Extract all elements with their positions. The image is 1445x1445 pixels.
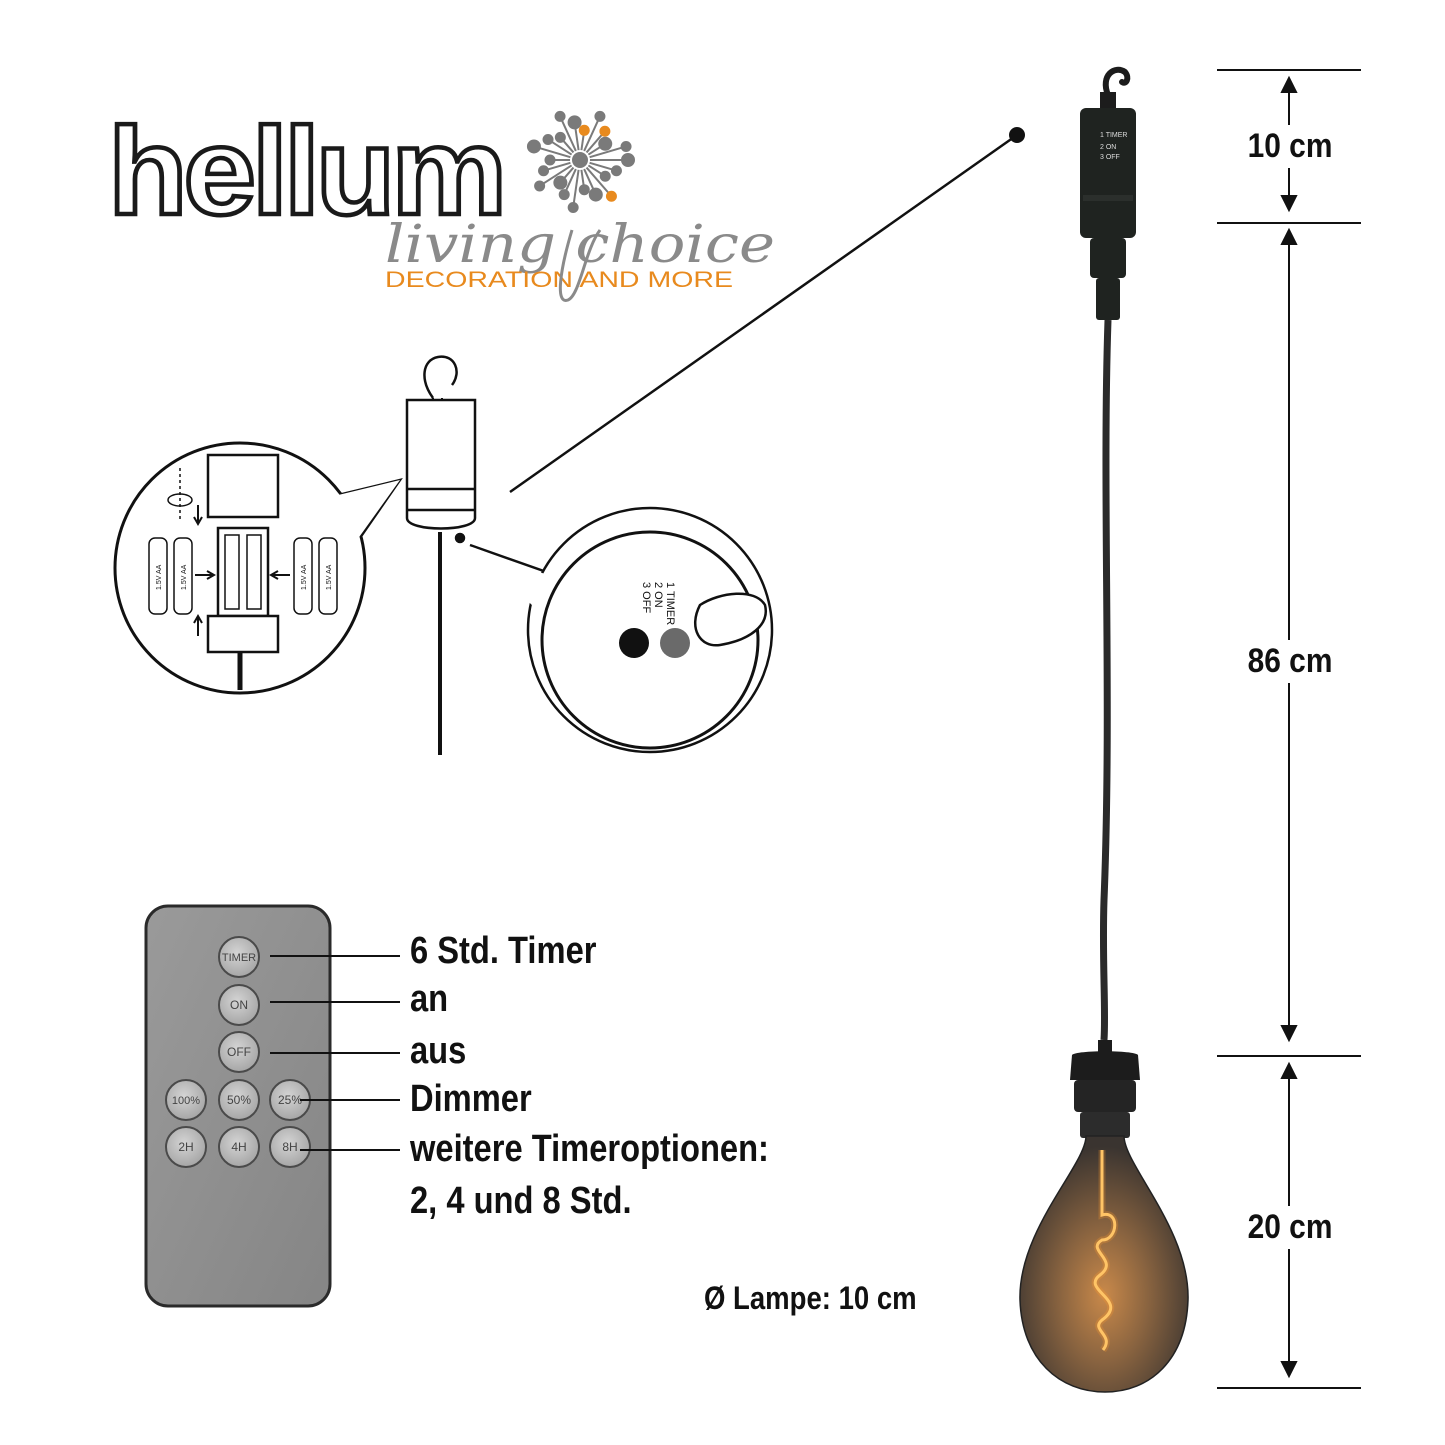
dim-bulb: 20 cm [1247, 1206, 1333, 1249]
bulb-filament [1093, 1150, 1117, 1351]
lamp-photo: 1 TIMER 2 ON 3 OFF [1019, 66, 1189, 1393]
battery-label: 1.5V AA [326, 564, 333, 590]
label-diameter: Ø Lampe: 10 cm [704, 1280, 917, 1316]
battery-label: 1.5V AA [301, 564, 308, 590]
switch-label-off: 3 OFF [640, 582, 652, 613]
remote-button-timer[interactable]: TIMER [218, 936, 260, 978]
remote-button-on[interactable]: ON [218, 984, 260, 1026]
brand-logo: hellum living choice DECORATION AND MORE [106, 101, 775, 302]
remote-control: TIMER ON OFF 100% 50% 25% 2H 4H 8H [144, 904, 400, 1308]
switch-off-dot [619, 628, 649, 658]
remote-button-label: ON [230, 998, 248, 1012]
remote-button-h8[interactable]: 8H [269, 1126, 311, 1168]
dim-cable: 86 cm [1247, 640, 1333, 683]
bulb-glass [1019, 1135, 1189, 1393]
remote-button-d50[interactable]: 50% [218, 1079, 260, 1121]
battery-label: 1.5V AA [156, 564, 163, 590]
finger-icon [694, 592, 768, 647]
remote-button-h2[interactable]: 2H [165, 1126, 207, 1168]
label-off: aus [410, 1030, 467, 1072]
switch-label-timer: 1 TIMER [664, 582, 676, 625]
label-more-timers-values: 2, 4 und 8 Std. [410, 1180, 632, 1222]
brand-name: hellum [108, 103, 503, 241]
remote-button-off[interactable]: OFF [218, 1031, 260, 1073]
remote-button-d100[interactable]: 100% [165, 1079, 207, 1121]
photo-label-on: 2 ON [1100, 144, 1116, 151]
switch-callout: 1 TIMER 2 ON 3 OFF [469, 506, 774, 754]
remote-button-label: TIMER [222, 952, 256, 964]
brand-tagline: living choice [385, 215, 775, 275]
remote-buttons: TIMER ON OFF 100% 50% 25% 2H 4H 8H [165, 936, 311, 1168]
label-on: an [410, 978, 449, 1020]
label-timer: 6 Std. Timer [410, 930, 597, 972]
dim-hook: 10 cm [1247, 125, 1333, 168]
remote-button-label: 8H [282, 1140, 297, 1154]
lamp-line-drawing [405, 355, 477, 755]
remote-button-h4[interactable]: 4H [218, 1126, 260, 1168]
photo-label-off: 3 OFF [1100, 154, 1120, 161]
dandelion-icon [526, 110, 635, 214]
remote-button-label: 25% [278, 1093, 302, 1107]
photo-label-timer: 1 TIMER [1100, 132, 1128, 139]
remote-button-label: 50% [227, 1093, 251, 1107]
remote-button-label: 100% [172, 1095, 200, 1107]
remote-button-label: 2H [178, 1140, 193, 1154]
label-more-timers: weitere Timeroptionen: [410, 1128, 769, 1170]
battery-callout: 1.5V AA 1.5V AA 1.5V AA 1.5V AA [113, 441, 403, 695]
leader-dot [1009, 127, 1025, 143]
battery-label: 1.5V AA [181, 564, 188, 590]
switch-on-dot [660, 628, 690, 658]
remote-button-label: OFF [227, 1045, 251, 1059]
label-dimmer: Dimmer [410, 1078, 532, 1120]
switch-label-on: 2 ON [652, 582, 664, 608]
dimension-lines [1217, 69, 1361, 1389]
remote-button-d25[interactable]: 25% [269, 1079, 311, 1121]
logo-swash [558, 229, 602, 302]
remote-button-label: 4H [231, 1140, 246, 1154]
leader-line [509, 133, 1018, 494]
